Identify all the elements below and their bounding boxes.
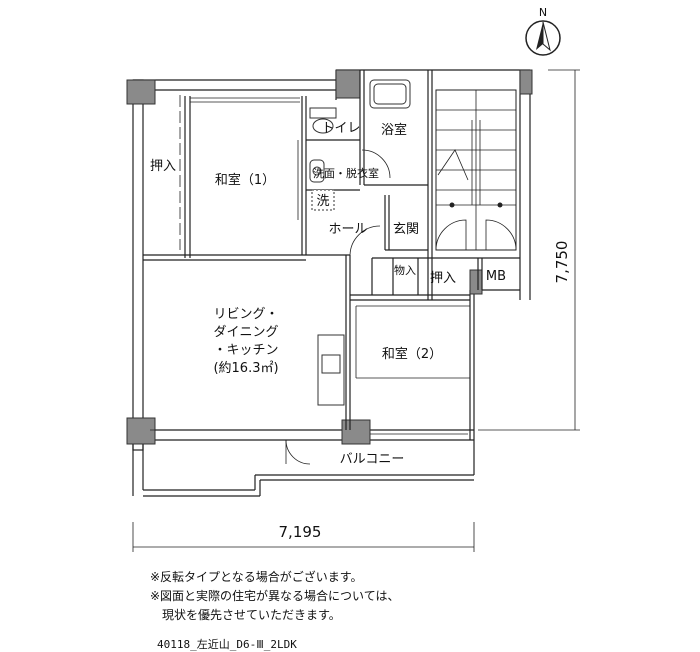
room-label-balcony: バルコニー: [340, 452, 405, 467]
room-label-monoire: 物入: [394, 263, 416, 277]
compass: N: [525, 6, 561, 56]
room-label-toilet: トイレ: [321, 121, 360, 136]
compass-arrow-half: [542, 21, 551, 52]
sliding-doors: [150, 95, 468, 435]
plan-code: 40118_左近山_D6-Ⅲ_2LDK: [157, 638, 297, 651]
dimension-height: 7,750: [478, 69, 580, 431]
room-label-ldk-line4: (約16.3㎡): [213, 361, 278, 376]
room-label-washer: 洗: [316, 194, 329, 209]
kitchen-counter: [317, 334, 345, 406]
compass-north-label: N: [539, 6, 547, 19]
washbasin-icon: [309, 159, 325, 183]
column-top-left: [126, 79, 156, 105]
room-label-washitsu2: 和室（2）: [382, 346, 442, 362]
doors: [285, 149, 391, 465]
note-line-1: ※反転タイプとなる場合がございます。: [150, 570, 363, 584]
staircase: [435, 89, 517, 251]
room-label-hall: ホール: [328, 222, 367, 237]
room-label-bath: 浴室: [381, 122, 407, 138]
interior-walls: [143, 70, 520, 430]
dimension-height-label: 7,750: [553, 241, 571, 284]
note-line-3: 現状を優先させていただきます。: [150, 608, 341, 622]
room-label-washroom: 洗面・脱衣室: [313, 166, 379, 180]
compass-arrow-icon: [536, 22, 543, 50]
column-top-right: [519, 69, 533, 95]
column-bottom-mid: [341, 419, 371, 445]
room-label-ldk-line2: ダイニング: [213, 325, 278, 340]
room-label-ldk-line3: ・キッチン: [213, 343, 278, 358]
dimension-width-label: 7,195: [279, 523, 322, 541]
room-label-oshiire-mid: 押入: [430, 271, 456, 286]
note-line-2: ※図面と実際の住宅が異なる場合については、: [150, 589, 400, 603]
toilet-icon: [309, 107, 337, 134]
room-label-genkan: 玄関: [393, 222, 419, 237]
dimension-width: 7,195: [132, 522, 475, 552]
notes: ※反転タイプとなる場合がございます。 ※図面と実際の住宅が異なる場合については、…: [150, 568, 399, 625]
room-label-washitsu1: 和室（1）: [215, 172, 275, 188]
column-top-mid: [335, 69, 361, 99]
room-label-mb: MB: [486, 269, 506, 284]
room-label-oshiire-top: 押入: [150, 159, 176, 174]
bathtub-icon: [369, 79, 411, 109]
column-right: [469, 269, 483, 295]
washer-box: [311, 189, 335, 211]
room-label-ldk-line1: リビング・: [213, 307, 278, 322]
column-bottom-left: [126, 417, 156, 445]
